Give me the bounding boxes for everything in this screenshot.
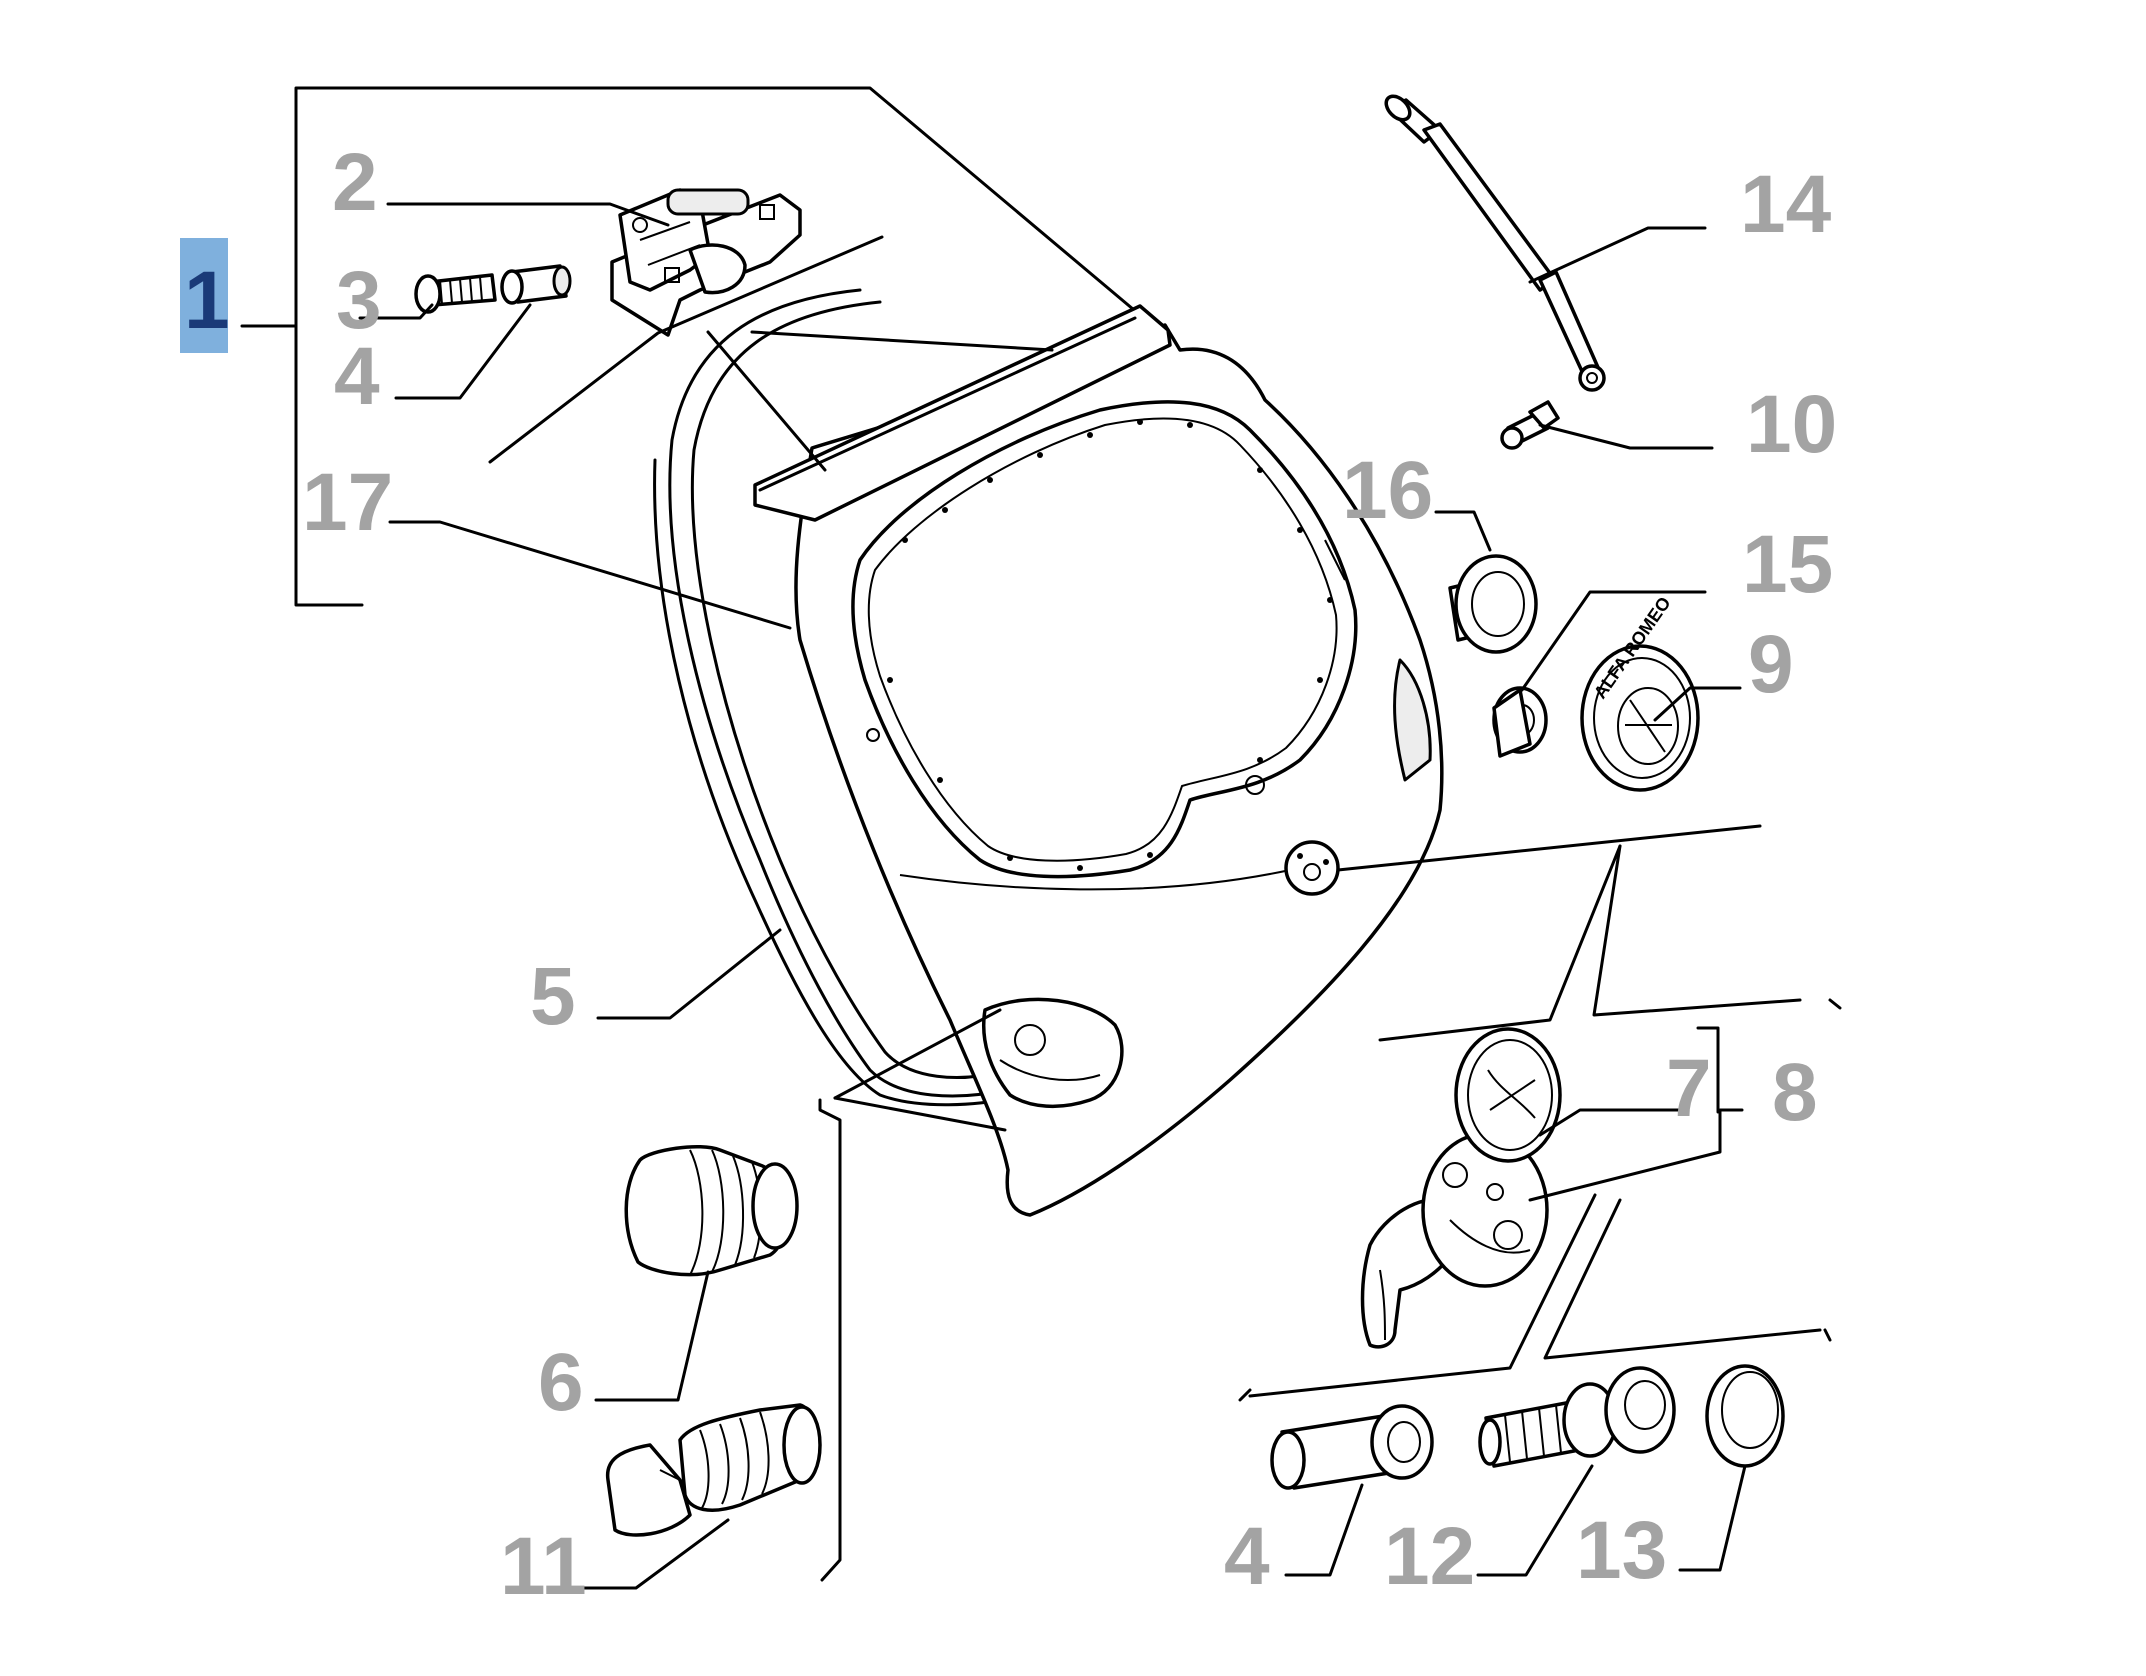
callout-3: 3	[336, 255, 382, 346]
callout-labels: 1 2 3 4 17 14 10 16 15 9 5 7 8 6 11 4 12…	[184, 137, 1837, 1612]
clip-part-15	[1492, 686, 1548, 758]
bolt-part-12	[1478, 1366, 1676, 1468]
leader-lines	[358, 202, 1842, 1590]
callout-9: 9	[1748, 619, 1794, 710]
bolt-part-3	[414, 273, 497, 314]
callout-11: 11	[500, 1521, 587, 1612]
sleeve-part-4-lower	[1270, 1404, 1434, 1490]
gas-strut-part-14	[1384, 94, 1606, 392]
bump-stop-part-6	[624, 1144, 799, 1277]
callout-12: 12	[1384, 1511, 1475, 1602]
callout-6: 6	[538, 1337, 584, 1428]
stud-part-10	[1500, 400, 1560, 450]
callout-14: 14	[1740, 159, 1832, 250]
lock-plate	[1284, 840, 1340, 896]
highlight-box-1	[180, 238, 228, 353]
tailgate-panel	[653, 288, 1444, 1217]
callout-5: 5	[530, 951, 576, 1042]
callout-16: 16	[1342, 445, 1433, 536]
plug-part-16	[1448, 554, 1538, 654]
emblem-part-9: ALFA ROMEO	[1580, 593, 1700, 792]
callout-1: 1	[184, 255, 230, 346]
callout-10: 10	[1746, 379, 1837, 470]
callout-7: 7	[1666, 1043, 1712, 1134]
callout-8: 8	[1772, 1047, 1818, 1138]
bump-stop-part-11	[605, 1403, 822, 1537]
callout-15: 15	[1742, 519, 1833, 610]
assembly-bracket-1	[240, 86, 1142, 607]
cap-part-13	[1705, 1364, 1785, 1468]
handle-part-7-8	[1360, 1027, 1562, 1349]
callout-17: 17	[302, 457, 393, 548]
callout-2: 2	[332, 137, 378, 228]
sleeve-part-4-upper	[500, 264, 572, 305]
window-rivets	[887, 419, 1333, 871]
callout-4-lower: 4	[1224, 1511, 1270, 1602]
callout-13: 13	[1576, 1505, 1667, 1596]
callout-4-upper: 4	[334, 331, 380, 422]
